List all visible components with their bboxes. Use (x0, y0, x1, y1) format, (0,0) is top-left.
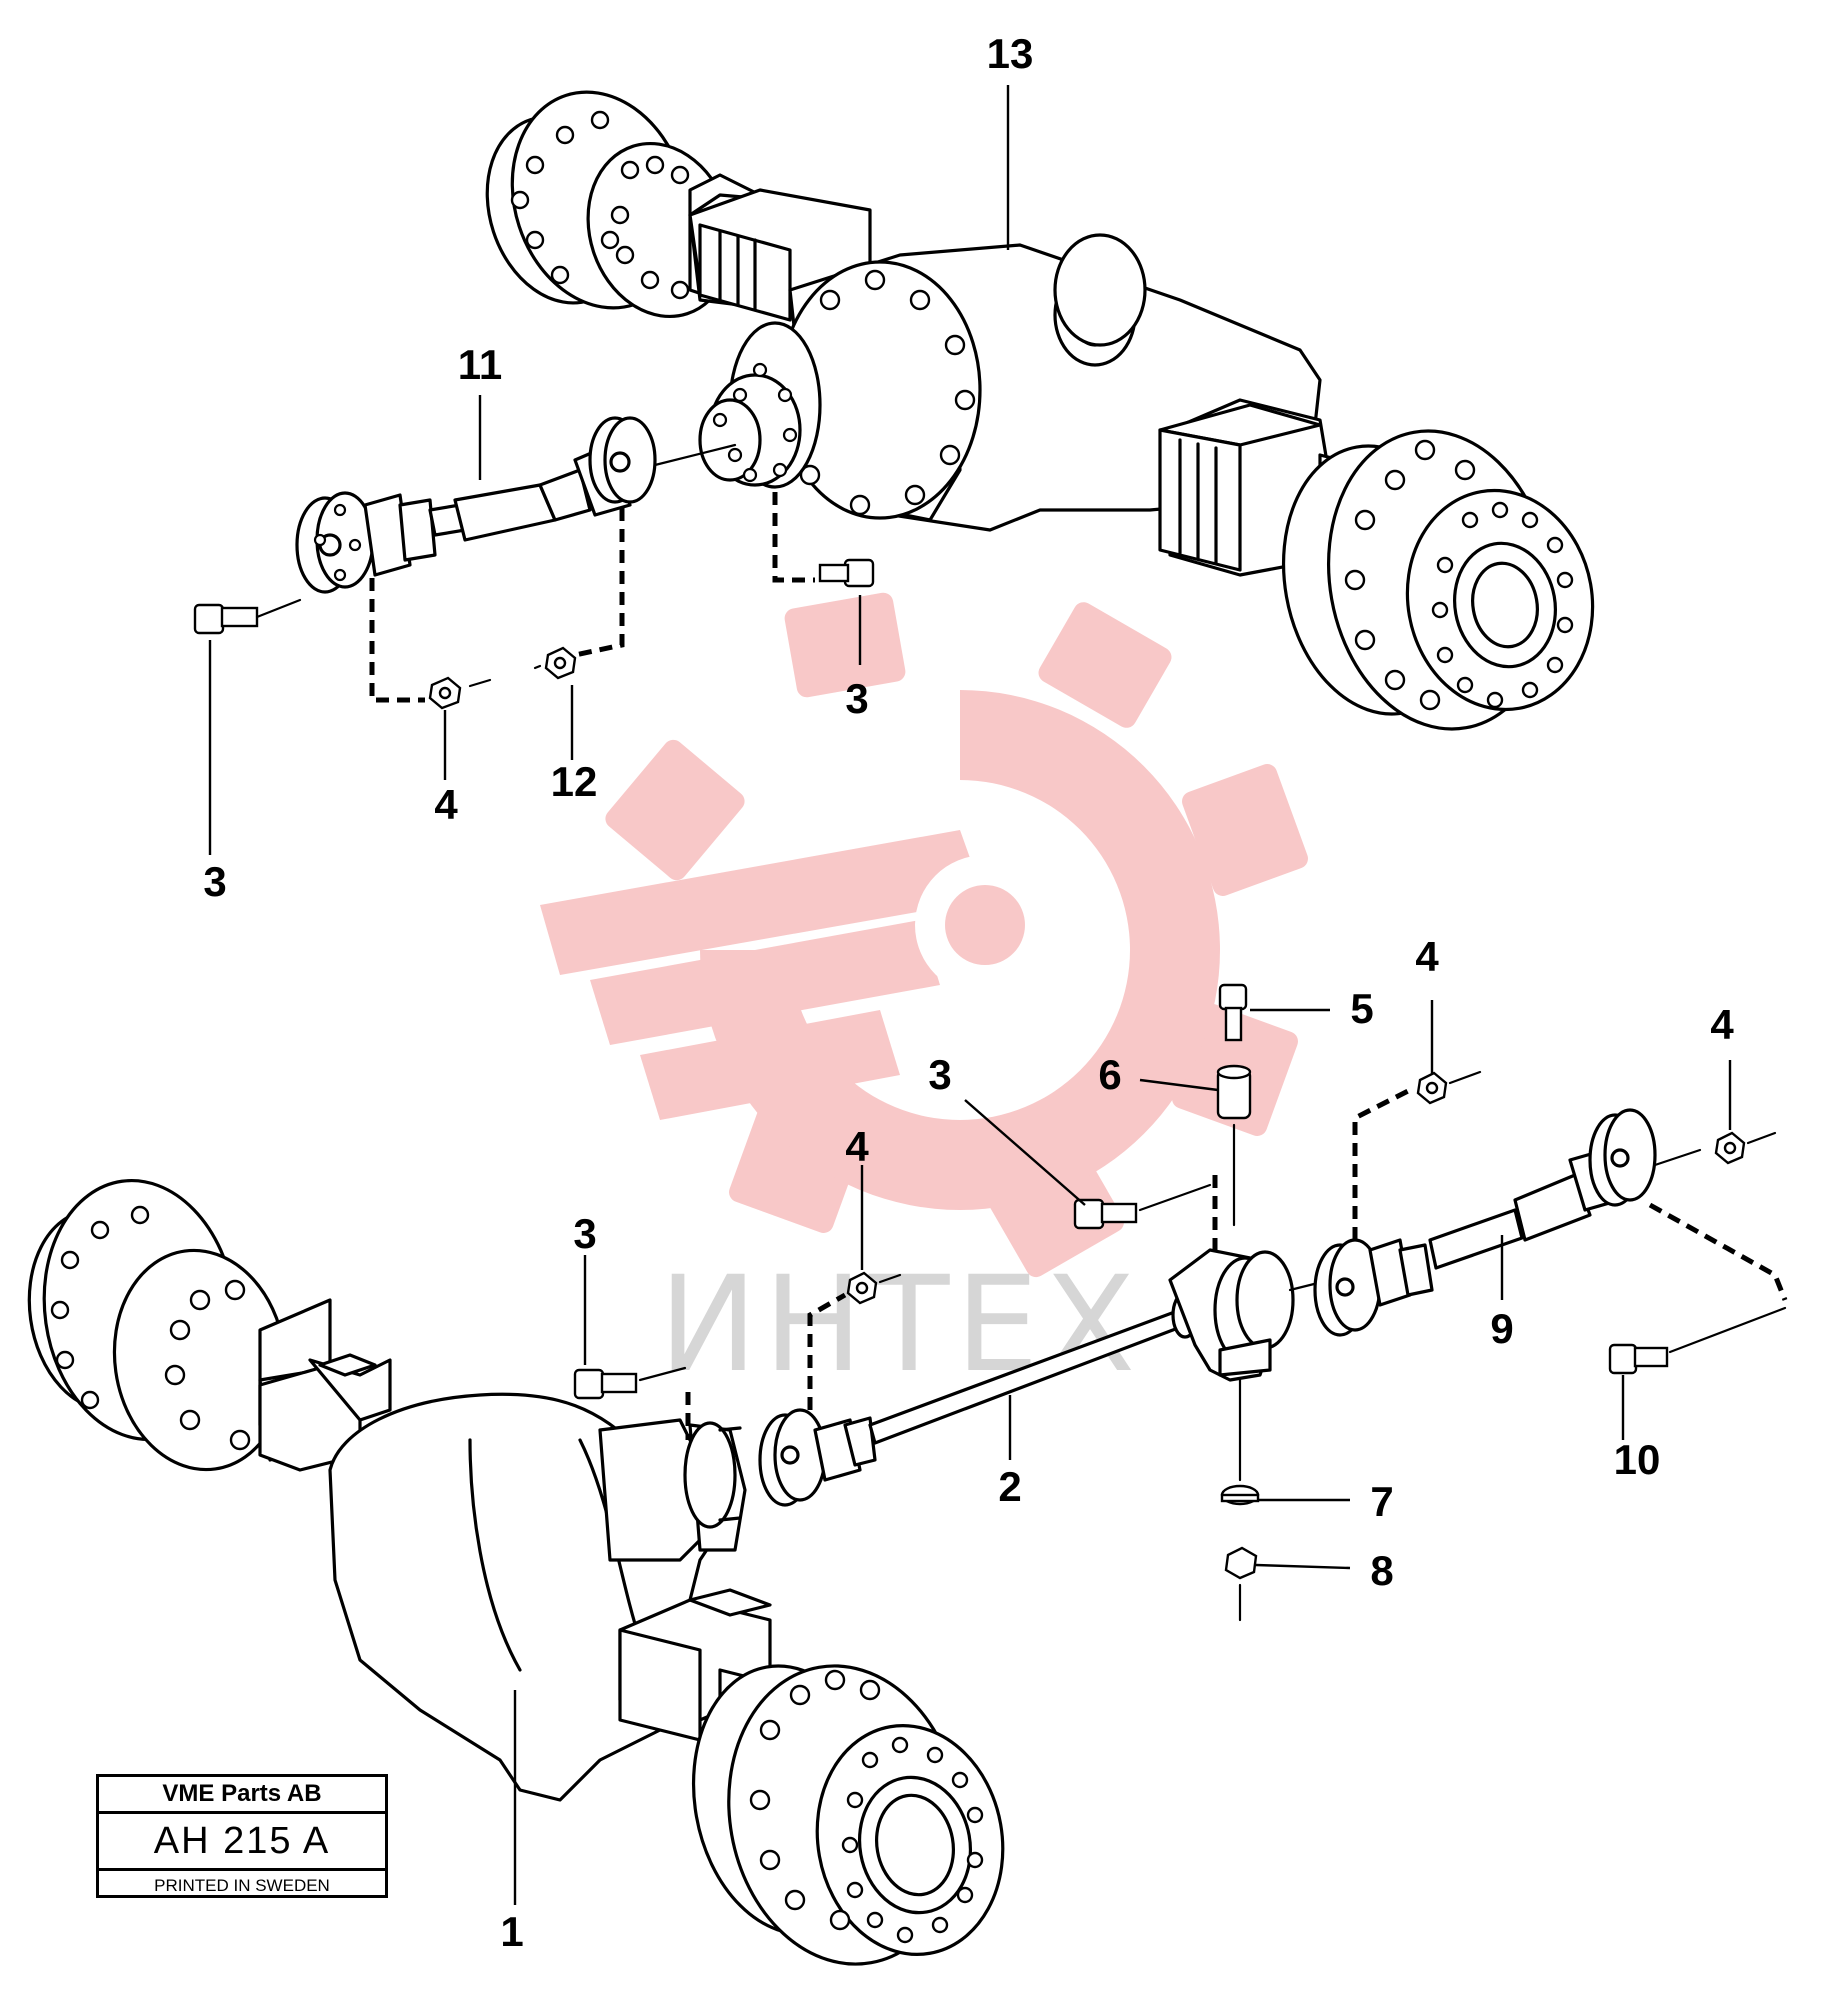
upper-fasteners (193, 492, 875, 710)
callout-12: 12 (551, 758, 598, 805)
callout-2: 2 (998, 1463, 1021, 1510)
callout-3: 3 (928, 1051, 951, 1098)
leader-lines (208, 85, 1732, 1905)
callout-4: 4 (1415, 933, 1439, 980)
callout-6: 6 (1098, 1051, 1121, 1098)
callout-1: 1 (500, 1908, 523, 1955)
callout-3: 3 (845, 675, 868, 722)
callout-4: 4 (1710, 1001, 1734, 1048)
callout-10: 10 (1614, 1436, 1661, 1483)
front-propeller-shaft (1313, 1108, 1702, 1337)
callout-labels: 13 11 3 4 12 3 4 5 6 3 4 4 3 9 10 2 7 8 … (203, 30, 1734, 1955)
callout-3: 3 (203, 858, 226, 905)
watermark-logo (540, 592, 1308, 1278)
printed-note: PRINTED IN SWEDEN (154, 1876, 330, 1895)
lower-axle (27, 1178, 1005, 1966)
drawing-number: AH 215 A (99, 1814, 385, 1871)
lower-fasteners (573, 983, 1788, 1622)
callout-13: 13 (987, 30, 1034, 77)
callout-9: 9 (1490, 1305, 1513, 1352)
callout-4: 4 (845, 1123, 869, 1170)
callout-5: 5 (1350, 985, 1373, 1032)
upper-propeller-shaft (295, 416, 737, 594)
watermark-text: ИНТЕХ (659, 1248, 1141, 1402)
intermediate-shaft (758, 1248, 1332, 1507)
callout-3: 3 (573, 1210, 596, 1257)
upper-axle (485, 90, 1595, 731)
callout-7: 7 (1370, 1478, 1393, 1525)
title-block: VME Parts AB AH 215 A PRINTED IN SWEDEN (96, 1774, 388, 1898)
company-name: VME Parts AB (99, 1777, 385, 1814)
callout-4: 4 (434, 781, 458, 828)
callout-11: 11 (458, 341, 502, 388)
callout-8: 8 (1370, 1547, 1393, 1594)
